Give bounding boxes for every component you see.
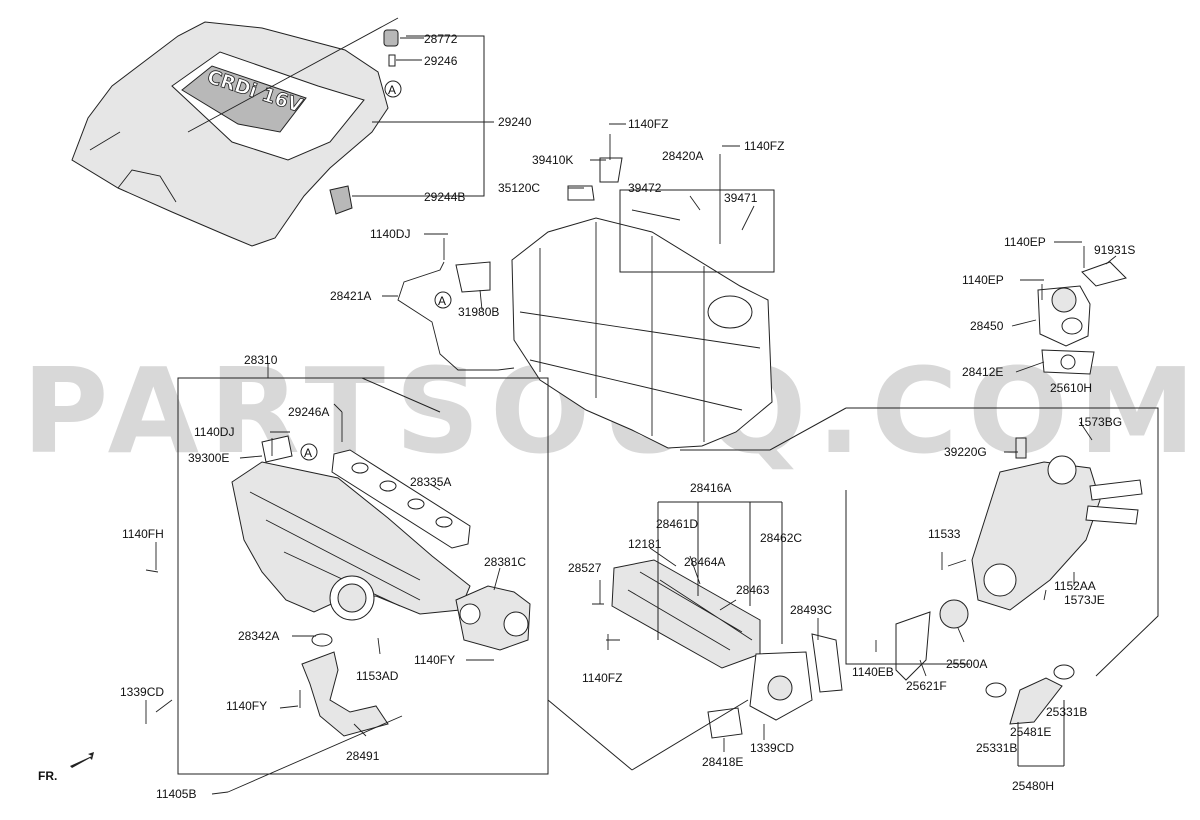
fuel-return-pipe[interactable] — [397, 261, 515, 371]
label-28310[interactable]: 28310 — [244, 353, 278, 367]
front-arrow-icon — [70, 752, 94, 768]
label-28491[interactable]: 28491 — [346, 749, 380, 763]
thermostat-25500A[interactable] — [939, 599, 969, 629]
label-25500A[interactable]: 25500A — [946, 657, 987, 671]
label-29246[interactable]: 29246 — [424, 54, 458, 68]
label-39472[interactable]: 39472 — [628, 181, 662, 195]
hose-25481E[interactable] — [1009, 677, 1063, 725]
part-labels: 28772 29246 29240 29244B 1140FZ 1140FZ 3… — [120, 32, 1135, 801]
clamp-25331B[interactable] — [985, 682, 1007, 698]
callout-box-28420A — [619, 189, 775, 273]
label-91931S[interactable]: 91931S — [1094, 243, 1135, 257]
label-1140FY[interactable]: 1140FY — [414, 653, 455, 667]
marker-a2 — [434, 291, 452, 309]
label-1140EP-2[interactable]: 1140EP — [962, 273, 1004, 287]
label-1140EP[interactable]: 1140EP — [1004, 235, 1046, 249]
label-1140FY-2[interactable]: 1140FY — [226, 699, 267, 713]
air-hose-28491[interactable] — [301, 651, 389, 737]
cylinder-head[interactable] — [511, 217, 773, 449]
egr-valve-28450[interactable] — [1037, 285, 1091, 347]
callout-box-25610H — [846, 407, 1159, 677]
label-12181[interactable]: 12181 — [628, 537, 662, 551]
marker-a1-text: A — [388, 83, 396, 97]
label-11405B[interactable]: 11405B — [156, 787, 196, 801]
sensor-35120C[interactable] — [567, 185, 595, 201]
label-1140EB[interactable]: 1140EB — [852, 665, 894, 679]
temperature-sensor-39220G[interactable] — [1015, 437, 1027, 459]
label-25331B[interactable]: 25331B — [976, 741, 1017, 755]
marker-a2-text: A — [438, 294, 446, 308]
thermostat-housing-25621F[interactable] — [895, 611, 931, 681]
label-29246A[interactable]: 29246A — [288, 405, 329, 419]
label-28342A[interactable]: 28342A — [238, 629, 279, 643]
bracket-31980B[interactable] — [455, 261, 491, 293]
bracket-39410K[interactable] — [599, 157, 623, 183]
water-outlet-25610H[interactable] — [971, 455, 1143, 611]
label-28420A[interactable]: 28420A — [662, 149, 703, 163]
label-1140FH[interactable]: 1140FH — [122, 527, 164, 541]
label-28335A[interactable]: 28335A — [410, 475, 451, 489]
label-25481E[interactable]: 25481E — [1010, 725, 1051, 739]
label-29240[interactable]: 29240 — [498, 115, 532, 129]
clamp-25331B-2[interactable] — [1053, 664, 1075, 680]
label-1573BG[interactable]: 1573BG — [1078, 415, 1122, 429]
label-25610H[interactable]: 25610H — [1050, 381, 1092, 395]
callout-box-cover — [404, 35, 485, 197]
gasket-28418E[interactable] — [707, 707, 743, 739]
label-28461D[interactable]: 28461D — [656, 517, 698, 531]
callout-box-28310 — [177, 377, 549, 775]
egr-cooler-28416A[interactable] — [611, 559, 813, 721]
label-28418E[interactable]: 28418E — [702, 755, 743, 769]
gasket-28493C[interactable] — [811, 633, 843, 693]
intake-gasket-28335A[interactable] — [331, 449, 471, 549]
marker-a3-text: A — [304, 446, 312, 460]
label-1140FZ[interactable]: 1140FZ — [628, 117, 668, 131]
label-28412E[interactable]: 28412E — [962, 365, 1003, 379]
label-28462C[interactable]: 28462C — [760, 531, 802, 545]
label-28381C[interactable]: 28381C — [484, 555, 526, 569]
label-1140DJ[interactable]: 1140DJ — [370, 227, 410, 241]
label-39410K[interactable]: 39410K — [532, 153, 573, 167]
label-11533[interactable]: 11533 — [928, 527, 961, 541]
intake-manifold-28310[interactable] — [231, 461, 471, 621]
label-39300E[interactable]: 39300E — [188, 451, 229, 465]
engine-cover[interactable]: CRDi 16V — [71, 21, 389, 247]
bolt-29246[interactable] — [388, 54, 396, 67]
front-direction-label: FR. — [38, 769, 57, 783]
label-28493C[interactable]: 28493C — [790, 603, 832, 617]
throttle-body-28381C[interactable] — [455, 585, 531, 651]
marker-a1 — [384, 80, 402, 98]
label-28464A[interactable]: 28464A — [684, 555, 725, 569]
label-28527[interactable]: 28527 — [568, 561, 602, 575]
label-25621F[interactable]: 25621F — [906, 679, 947, 693]
label-28450[interactable]: 28450 — [970, 319, 1004, 333]
label-1339CD[interactable]: 1339CD — [120, 685, 164, 699]
label-39220G[interactable]: 39220G — [944, 445, 987, 459]
label-1140FZ-3[interactable]: 1140FZ — [582, 671, 622, 685]
rubber-grommet-28772[interactable] — [383, 29, 399, 47]
label-28416A[interactable]: 28416A — [690, 481, 731, 495]
label-1573JE[interactable]: 1573JE — [1064, 593, 1105, 607]
o-ring-28342A[interactable] — [311, 633, 333, 647]
label-25480H[interactable]: 25480H — [1012, 779, 1054, 793]
label-25331B-2[interactable]: 25331B — [1046, 705, 1087, 719]
label-1339CD-2[interactable]: 1339CD — [750, 741, 794, 755]
label-39471[interactable]: 39471 — [724, 191, 758, 205]
label-1140FZ-2[interactable]: 1140FZ — [744, 139, 784, 153]
bracket-91931S[interactable] — [1081, 261, 1127, 287]
sensor-39300E[interactable] — [261, 435, 293, 463]
label-28772[interactable]: 28772 — [424, 32, 458, 46]
label-28463[interactable]: 28463 — [736, 583, 770, 597]
label-28421A[interactable]: 28421A — [330, 289, 371, 303]
label-31980B[interactable]: 31980B — [458, 305, 499, 319]
mount-insulator-29244B[interactable] — [329, 185, 353, 215]
label-1152AA[interactable]: 1152AA — [1054, 579, 1096, 593]
label-29244B[interactable]: 29244B — [424, 190, 465, 204]
label-1153AD[interactable]: 1153AD — [356, 669, 399, 683]
label-1140DJ-2[interactable]: 1140DJ — [194, 425, 234, 439]
marker-a3 — [300, 443, 318, 461]
label-35120C[interactable]: 35120C — [498, 181, 540, 195]
